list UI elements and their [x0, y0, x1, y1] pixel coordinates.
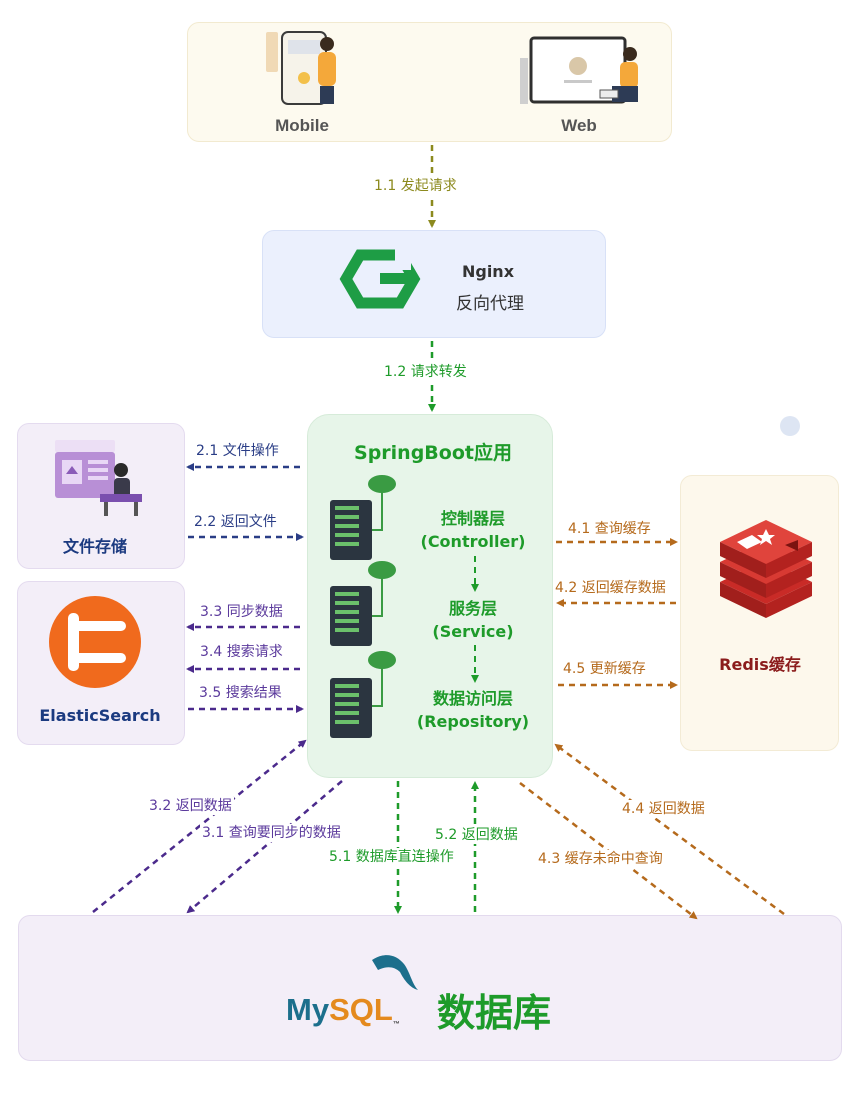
flow-label-3-2: 3.2 返回数据 [147, 797, 234, 815]
database-panel [18, 915, 842, 1061]
flow-label-4-2: 4.2 返回缓存数据 [553, 579, 668, 597]
server-stack-icon [330, 561, 396, 646]
flow-label-2-1: 2.1 文件操作 [194, 442, 281, 460]
mobile-illustration-icon [266, 31, 336, 105]
nginx-logo-icon [339, 248, 421, 309]
flow-label-3-5: 3.5 搜索结果 [197, 684, 284, 702]
flow-label-4-5: 4.5 更新缓存 [561, 660, 648, 678]
server-stack-icon [330, 651, 396, 738]
mysql-logo-my: My [286, 992, 330, 1027]
flow-label-1-1: 1.1 发起请求 [372, 177, 459, 195]
server-stack-icon [330, 475, 396, 560]
controller-layer: 控制器层 (Controller) [421, 507, 526, 553]
web-illustration-icon [520, 36, 638, 104]
redis-logo-icon [720, 520, 812, 618]
mysql-logo: MySQL™ [286, 992, 400, 1028]
arrow-3-1 [186, 780, 343, 914]
elasticsearch-logo-icon [49, 596, 141, 688]
controller-layer-en: (Controller) [420, 532, 526, 551]
repository-layer-name: 数据访问层 [432, 689, 513, 708]
flow-label-4-4: 4.4 返回数据 [620, 800, 707, 818]
flow-label-5-1: 5.1 数据库直连操作 [327, 848, 456, 866]
flow-label-1-2: 1.2 请求转发 [382, 363, 469, 381]
mysql-logo-sql: SQL [329, 992, 393, 1027]
flow-label-5-2: 5.2 返回数据 [433, 826, 520, 844]
repository-layer: 数据访问层 (Repository) [417, 687, 529, 733]
arrow-3-2 [92, 739, 307, 913]
controller-layer-name: 控制器层 [440, 509, 505, 528]
file-storage-illustration-icon [55, 440, 142, 516]
redis-title: Redis缓存 [719, 655, 801, 674]
database-title: 数据库 [437, 991, 552, 1035]
flow-label-3-4: 3.4 搜索请求 [198, 643, 285, 661]
repository-layer-en: (Repository) [416, 712, 530, 731]
service-layer-en: (Service) [432, 622, 514, 641]
springboot-title: SpringBoot应用 [354, 442, 512, 464]
flow-label-4-3: 4.3 缓存未命中查询 [536, 850, 665, 868]
file-storage-title: 文件存储 [62, 537, 128, 556]
nginx-title: Nginx [461, 262, 515, 281]
service-layer: 服务层 (Service) [432, 597, 513, 643]
flow-label-3-1: 3.1 查询要同步的数据 [200, 824, 343, 842]
web-label: Web [561, 116, 597, 135]
flow-label-4-1: 4.1 查询缓存 [566, 520, 653, 538]
mysql-logo-tm: ™ [392, 1021, 400, 1028]
arrow-4-4 [554, 743, 785, 916]
flow-label-3-3: 3.3 同步数据 [198, 603, 285, 621]
service-layer-name: 服务层 [448, 599, 498, 618]
nginx-subtitle: 反向代理 [456, 294, 524, 314]
nginx-panel [262, 230, 606, 338]
elasticsearch-title: ElasticSearch [39, 706, 161, 725]
flow-label-2-2: 2.2 返回文件 [192, 513, 279, 531]
mobile-label: Mobile [275, 116, 329, 135]
mysql-dolphin-icon [372, 955, 418, 990]
